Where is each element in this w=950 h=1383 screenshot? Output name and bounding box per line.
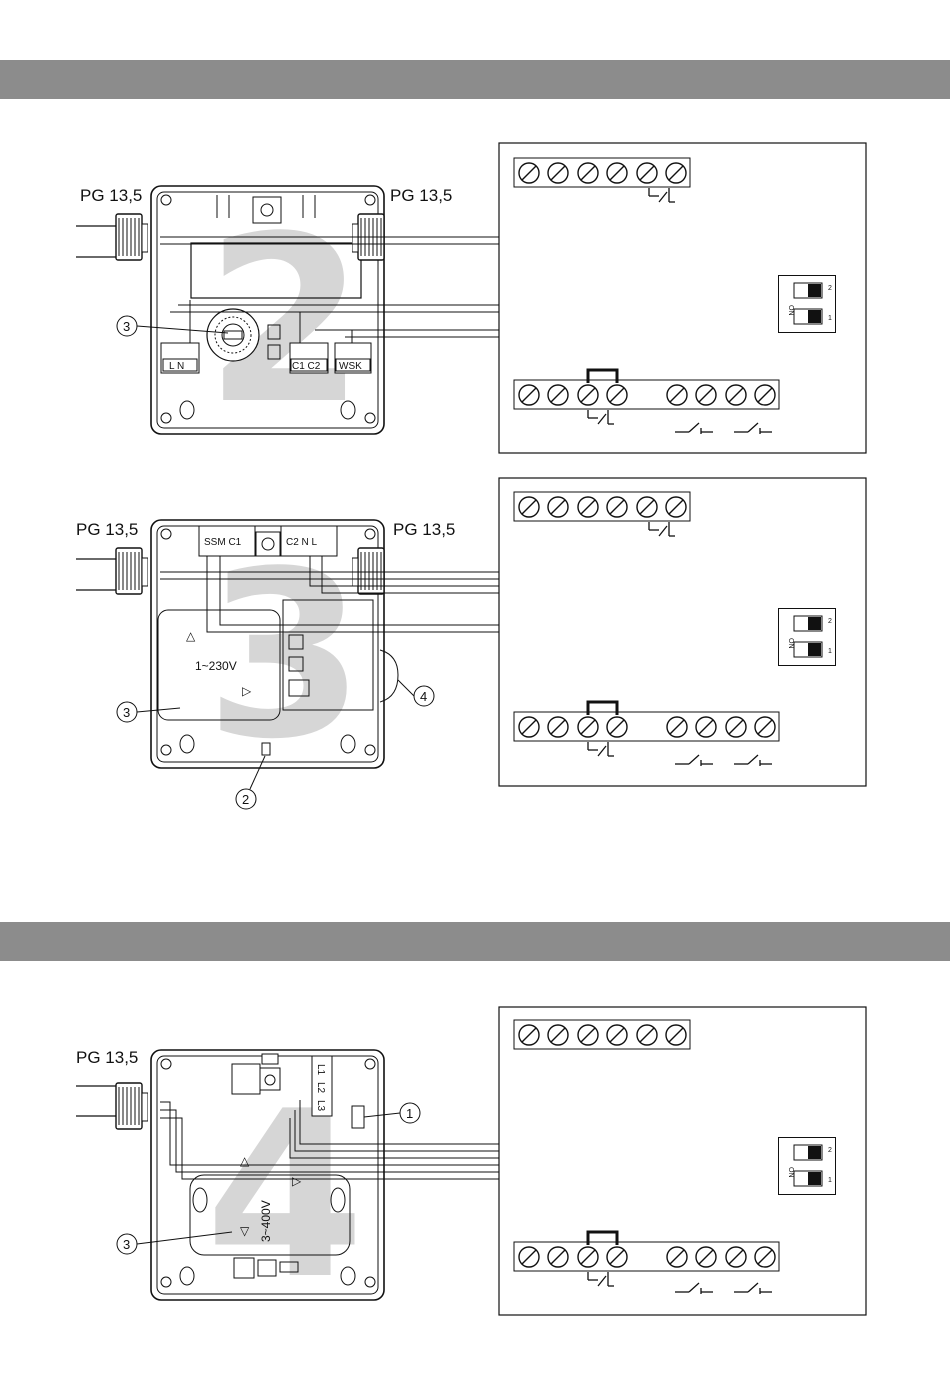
svg-text:▷: ▷: [292, 1174, 302, 1188]
cable-gland-left: [116, 1083, 148, 1129]
dip-num-1: 1: [828, 315, 832, 322]
figure-3: 3 △ ▷ 1~230V SSM C1 C2 N L PG 13,5 PG 13…: [76, 478, 866, 809]
dip-on-label: ON: [787, 1167, 794, 1178]
svg-text:▷: ▷: [242, 684, 252, 698]
terminal-label-l1: L1: [315, 1064, 326, 1076]
pg-label-left: PG 13,5: [76, 520, 138, 539]
dip-on-label: ON: [787, 305, 794, 316]
dip-num-1: 1: [828, 1177, 832, 1184]
callout-3: 3: [123, 319, 130, 334]
dip-switch: [779, 1138, 836, 1195]
dip-num-2: 2: [828, 285, 832, 292]
pg-label-right: PG 13,5: [393, 520, 455, 539]
callout-3: 3: [123, 1237, 130, 1252]
callout-4: 4: [420, 689, 427, 704]
voltage-label: 3~400V: [259, 1200, 273, 1242]
dip-switch: [779, 609, 836, 666]
cable-gland-left: [116, 548, 148, 594]
figure-number: 4: [205, 1063, 365, 1330]
dip-switch: [779, 276, 836, 333]
callout-2: 2: [242, 792, 249, 807]
terminal-label-c1c2: C1 C2: [292, 361, 321, 372]
terminal-label-l2: L2: [315, 1082, 326, 1094]
callout-3: 3: [123, 705, 130, 720]
svg-text:△: △: [186, 629, 196, 643]
pg-label-left: PG 13,5: [80, 186, 142, 205]
svg-text:▽: ▽: [240, 1224, 250, 1238]
terminal-label-ln: L N: [169, 361, 184, 372]
terminal-label-l3: L3: [315, 1100, 326, 1112]
terminal-label-c2nl: C2 N L: [286, 537, 318, 548]
dip-on-label: ON: [787, 638, 794, 649]
dip-num-1: 1: [828, 648, 832, 655]
pg-label-right: PG 13,5: [390, 186, 452, 205]
svg-text:△: △: [240, 1154, 250, 1168]
callout-1: 1: [406, 1106, 413, 1121]
figure-2: 2 L N C1 C2 WSK: [76, 143, 866, 455]
pg-label-left: PG 13,5: [76, 1048, 138, 1067]
voltage-label: 1~230V: [195, 659, 237, 673]
terminal-label-wsk: WSK: [339, 361, 362, 372]
figure-number: 3: [205, 523, 365, 790]
cable-gland-left: [116, 214, 148, 260]
potentiometer-knob: [207, 309, 259, 361]
figure-4: 4 L1 L2 L3 △ ▽ ▷ 3~400V PG 13,5: [76, 1007, 866, 1330]
dip-num-2: 2: [828, 1147, 832, 1154]
terminal-label-ssm: SSM C1: [204, 537, 242, 548]
dip-num-2: 2: [828, 618, 832, 625]
